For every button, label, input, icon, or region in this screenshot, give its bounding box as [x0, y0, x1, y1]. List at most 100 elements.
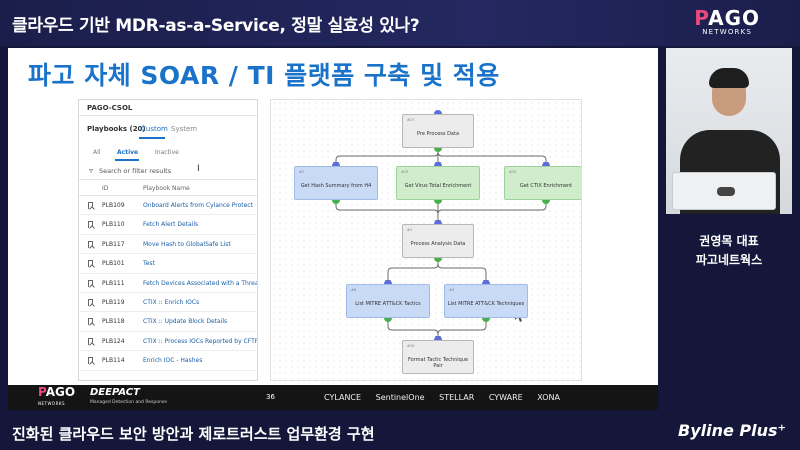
table-header: ID Playbook Name: [79, 180, 257, 196]
playbook-name-link[interactable]: CTIX :: Enrich IOCs: [143, 298, 200, 306]
input-port[interactable]: [542, 162, 550, 166]
input-port[interactable]: [434, 162, 442, 166]
byline-plus-logo: Byline Plus⁺: [678, 421, 786, 440]
playbook-id: PLB117: [102, 240, 125, 248]
tab-custom[interactable]: Custom: [141, 125, 168, 133]
node-label: Get Hash Summary from H4: [300, 183, 372, 189]
playbook-name-link[interactable]: Onboard Alerts from Cylance Protect: [143, 202, 253, 209]
output-port[interactable]: [482, 318, 490, 322]
cylance-logo: CYLANCE: [324, 393, 362, 402]
tab-system[interactable]: System: [171, 125, 198, 133]
node-number: #4: [449, 288, 455, 292]
partner-logos: CYLANCE SentinelOne STELLAR CYWARE XONA: [324, 393, 572, 402]
stellar-logo: STELLAR: [439, 393, 475, 402]
sentinelone-logo: SentinelOne: [375, 393, 425, 402]
bookmark-icon[interactable]: [88, 298, 93, 306]
output-port[interactable]: [434, 258, 442, 262]
input-port[interactable]: [384, 280, 392, 284]
node-label: Get CTIX Enrichment: [519, 183, 573, 189]
column-id: ID: [102, 185, 109, 192]
input-port[interactable]: [434, 110, 442, 114]
playbook-id: PLB118: [102, 318, 125, 326]
bookmark-icon[interactable]: [88, 221, 93, 229]
table-row[interactable]: PLB117 Move Hash to GlobalSafe List: [79, 235, 257, 255]
slide-footer: PAGO NETWORKS DEEPACT Managed Detection …: [8, 385, 658, 410]
bookmark-icon[interactable]: [88, 279, 93, 287]
table-row[interactable]: PLB118 CTIX :: Update Block Details: [79, 312, 257, 332]
playbook-id: PLB101: [102, 260, 125, 268]
filter-all[interactable]: All: [93, 149, 101, 156]
session-title: 클라우드 기반 MDR-as-a-Service, 정말 실효성 있나?: [12, 16, 420, 36]
speaker-video: [666, 48, 792, 214]
output-port[interactable]: [434, 200, 442, 204]
search-placeholder: Search or filter results: [99, 167, 172, 175]
bookmark-icon[interactable]: [88, 337, 93, 345]
pago-logo: PAGO NETWORKS: [694, 6, 760, 36]
playbook-name-link[interactable]: CTIX :: Process IOCs Reported by CFTR: [143, 337, 258, 345]
table-row[interactable]: PLB101 Test: [79, 254, 257, 274]
bookmark-icon[interactable]: [88, 357, 93, 365]
output-port[interactable]: [434, 148, 442, 152]
node-number: #15: [509, 170, 517, 174]
bookmark-icon[interactable]: [88, 260, 93, 268]
playbook-name-link[interactable]: Fetch Alert Details: [143, 221, 199, 229]
output-port[interactable]: [332, 200, 340, 204]
filter-active[interactable]: Active: [117, 149, 139, 156]
playbook-name-link[interactable]: Move Hash to GlobalSafe List: [143, 240, 231, 248]
filter-inactive[interactable]: Inactive: [155, 149, 179, 156]
bookmark-icon[interactable]: [88, 240, 93, 248]
output-port[interactable]: [542, 200, 550, 204]
output-port[interactable]: [384, 318, 392, 322]
laptop: [672, 172, 776, 210]
node-label: List MITRE ATT&CK Techniques: [447, 301, 525, 307]
input-port[interactable]: [482, 280, 490, 284]
node-label: Get Virus Total Enrichment: [404, 183, 472, 189]
node-label: List MITRE ATT&CK Tactics: [355, 301, 421, 307]
playbook-name-link[interactable]: Enrich IOC - Hashes: [143, 357, 203, 365]
playbooks-panel: PAGO-CSOL Playbooks (20) Custom System A…: [78, 99, 258, 381]
table-row[interactable]: PLB114 Enrich IOC - Hashes: [79, 351, 257, 371]
filter-icon: ▿: [89, 166, 94, 175]
speaker-organization: 파고네트웍스: [695, 253, 763, 267]
node-number: #1: [299, 170, 305, 174]
laptop-logo: [717, 187, 735, 196]
playbook-tabs: Playbooks (20) Custom System: [79, 116, 257, 140]
table-row[interactable]: PLB109 Onboard Alerts from Cylance Protec…: [79, 196, 257, 216]
table-row[interactable]: PLB110 Fetch Alert Details: [79, 215, 257, 235]
playbooks-count: Playbooks (20): [87, 125, 146, 133]
input-port[interactable]: [434, 336, 442, 340]
node-number: #17: [407, 118, 415, 122]
cyware-logo: CYWARE: [488, 393, 523, 402]
playbook-name-link[interactable]: CTIX :: Update Block Details: [143, 318, 228, 326]
playbook-name-link[interactable]: Test: [143, 260, 155, 268]
deepact-tagline: Managed Detection and Response: [90, 400, 167, 405]
node-label: Process Analysis Data: [410, 241, 466, 247]
top-banner: 클라우드 기반 MDR-as-a-Service, 정말 실효성 있나? PAG…: [0, 0, 800, 46]
playbook-name-link[interactable]: Fetch Devices Associated with a Threat: [143, 279, 258, 287]
input-port[interactable]: [434, 220, 442, 224]
playbook-id: PLB109: [102, 202, 125, 209]
input-port[interactable]: [332, 162, 340, 166]
footer-pago-logo: PAGO NETWORKS: [38, 385, 76, 406]
bottom-banner: 진화된 클라우드 보안 방안과 제로트러스트 업무환경 구현 Byline Pl…: [0, 414, 800, 450]
speaker-hair: [709, 68, 749, 88]
bookmark-icon[interactable]: [88, 318, 93, 326]
search-input[interactable]: ▿ Search or filter results I: [79, 162, 257, 180]
playbook-id: PLB110: [102, 221, 125, 229]
playbook-id: PLB114: [102, 357, 125, 365]
node-label: Format Tactic Technique Pair: [407, 357, 469, 369]
org-name: PAGO-CSOL: [79, 100, 257, 116]
bookmark-icon[interactable]: [88, 202, 93, 209]
